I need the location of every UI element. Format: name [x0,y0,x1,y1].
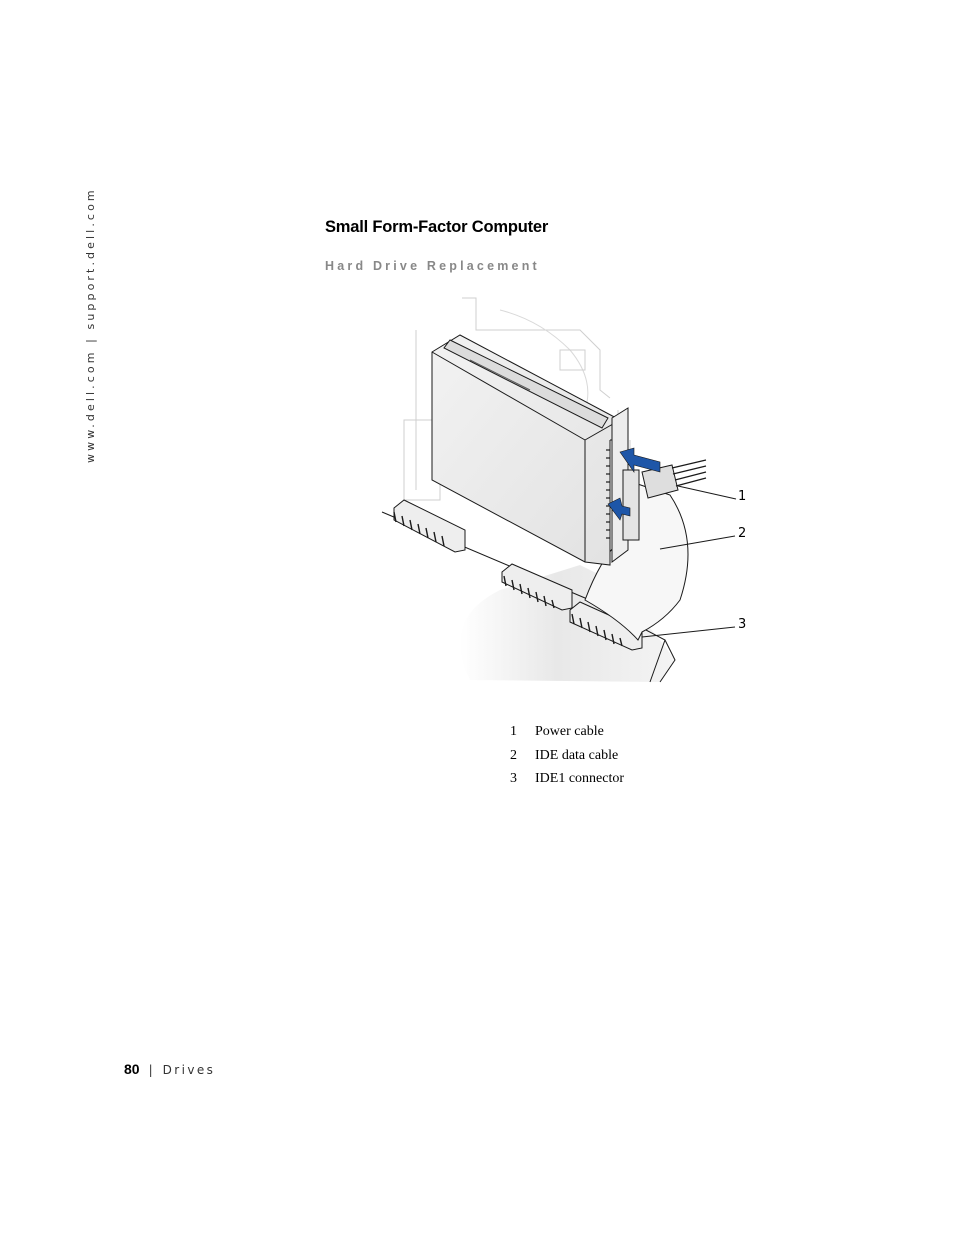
section-subtitle: Hard Drive Replacement [325,259,540,273]
callout-2: 2 [738,526,747,541]
callout-1: 1 [738,489,747,504]
board-connector-a [393,499,466,553]
legend-label: IDE data cable [535,747,619,763]
sidebar-url-text: www.dell.com | support.dell.com [84,187,97,463]
callout-leaders [641,485,737,638]
callout-1-leader [677,485,737,500]
legend-number: 2 [510,747,517,763]
data-insert-arrow [607,497,631,521]
board-connector-b [501,563,573,611]
footer-separator: | [148,1063,153,1077]
callout-3-leader [641,626,736,638]
legend-label: IDE1 connector [535,771,625,786]
insert-arrows [607,447,661,521]
callout-3: 3 [738,617,747,632]
page-number: 80 [124,1061,140,1077]
callout-2-leader [659,535,736,550]
legend-label: Power cable [535,724,604,739]
ide1-connector [569,601,643,651]
power-insert-arrow [619,447,661,473]
power-cable [641,459,707,499]
hard-drive-diagram [381,297,737,683]
section-title: Small Form-Factor Computer [325,218,549,236]
hard-drive-illustration: 1 2 3 [380,290,760,690]
page-footer: 80 | Drives [124,1061,215,1079]
legend-number: 3 [510,771,517,786]
data-cable-plug [622,469,640,541]
legend-number: 1 [510,724,517,739]
footer-section-name: Drives [162,1063,216,1077]
